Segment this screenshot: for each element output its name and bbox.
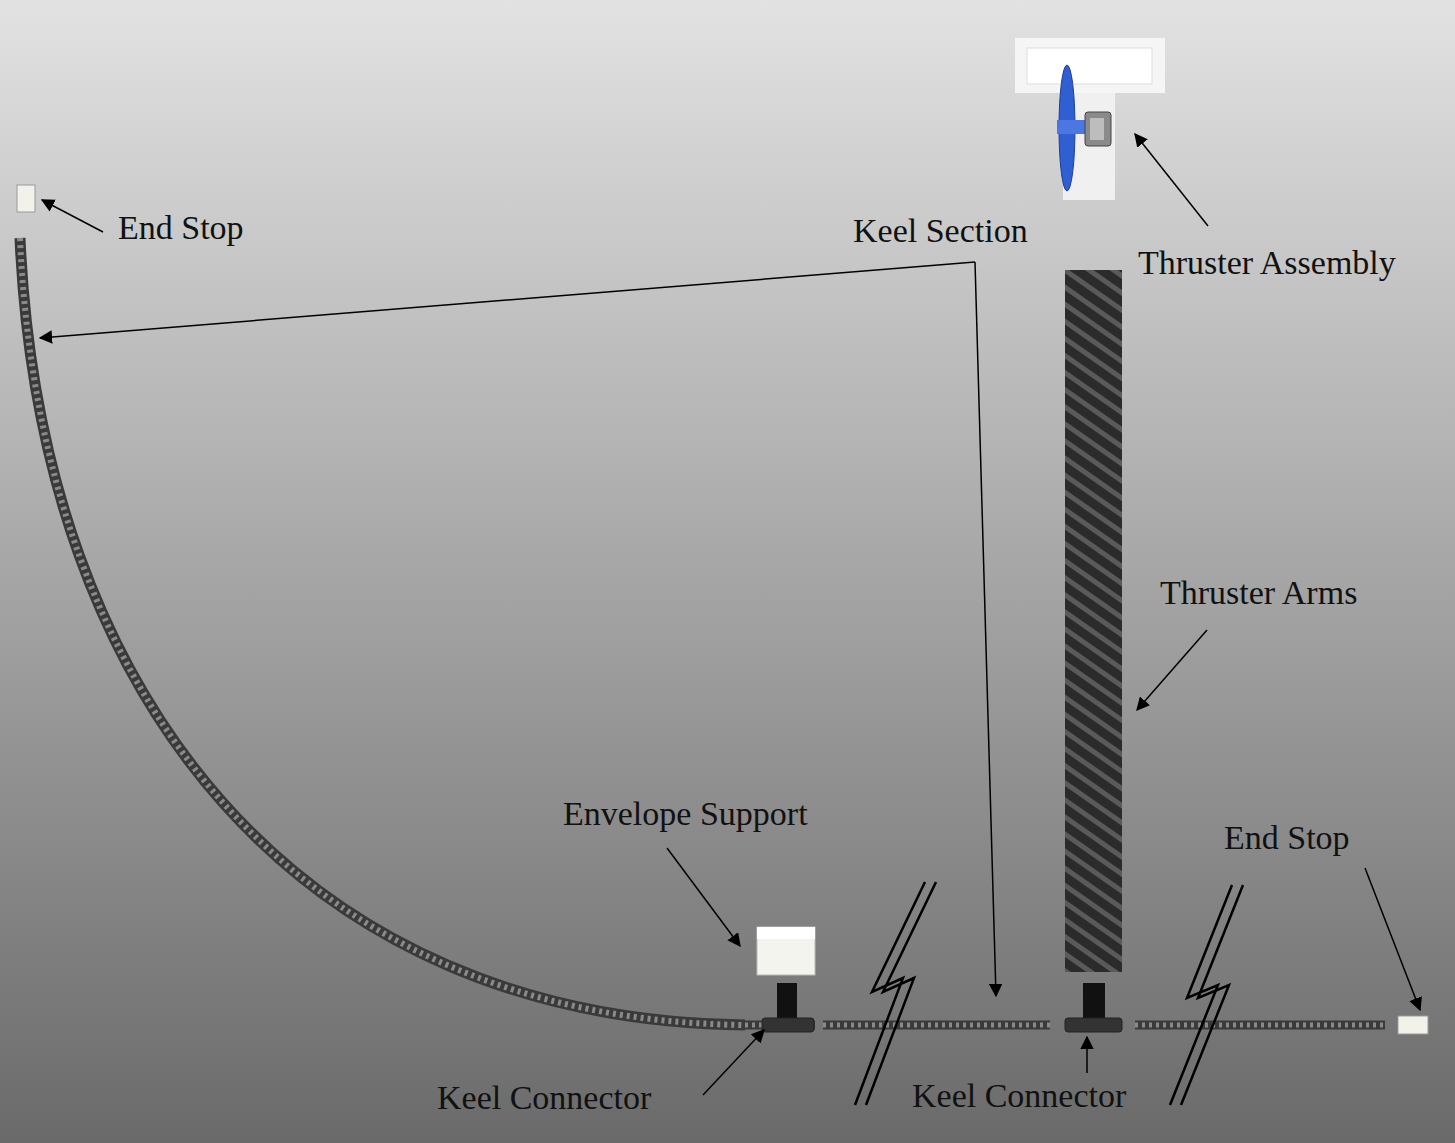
part-label: End Stop <box>1224 818 1350 859</box>
curved-keel <box>20 238 745 1025</box>
thruster-arm <box>1065 270 1122 972</box>
part-label: Keel Connector <box>912 1076 1126 1117</box>
break-symbol <box>855 882 1243 1105</box>
part-label: Keel Section <box>853 211 1028 252</box>
part-label: Envelope Support <box>563 794 808 835</box>
keel-connector <box>1065 983 1122 1032</box>
thruster-assembly <box>1015 38 1165 200</box>
part-label: Keel Connector <box>437 1078 651 1119</box>
leader-line <box>40 134 1420 1095</box>
part-label: Thruster Assembly <box>1138 243 1396 284</box>
end-stop <box>17 185 1428 1034</box>
part-label: End Stop <box>118 208 244 249</box>
envelope-support <box>757 927 815 1032</box>
part-label: Thruster Arms <box>1160 573 1357 614</box>
